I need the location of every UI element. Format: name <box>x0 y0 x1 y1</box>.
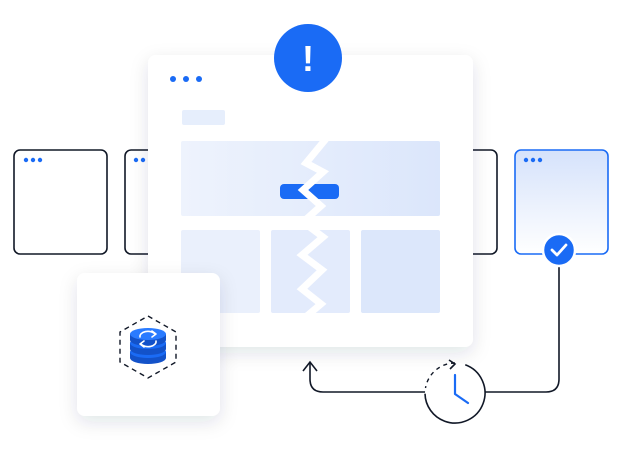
svg-text:!: ! <box>302 38 314 79</box>
success-badge <box>541 232 577 268</box>
restored-window <box>514 149 609 255</box>
database-card <box>77 273 220 416</box>
three-dots-icon <box>133 157 146 163</box>
title-placeholder <box>182 110 225 125</box>
clock-icon <box>424 359 486 424</box>
database-sync-icon <box>119 315 177 379</box>
alert-badge: ! <box>274 24 342 92</box>
lower-panel-middle <box>271 230 350 313</box>
left-window <box>13 149 108 255</box>
exclamation-icon: ! <box>302 38 314 79</box>
lower-panel-right <box>361 230 440 313</box>
hero-panel <box>181 141 440 216</box>
checkmark-icon <box>550 243 568 257</box>
three-dots-icon <box>170 76 202 82</box>
three-dots-icon <box>523 157 543 163</box>
three-dots-icon <box>23 157 43 163</box>
crack-line <box>296 135 330 320</box>
